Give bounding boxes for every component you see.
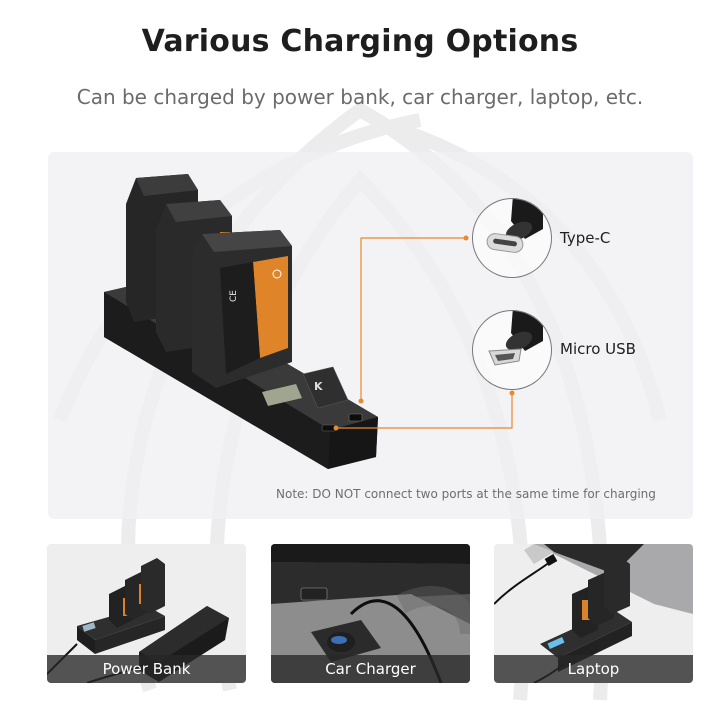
- option-label-power-bank: Power Bank: [47, 655, 246, 683]
- option-label-laptop: Laptop: [494, 655, 693, 683]
- main-product-panel: K CE: [48, 152, 693, 519]
- micro-usb-connector-icon: [488, 311, 543, 366]
- svg-text:K: K: [314, 380, 323, 393]
- type-c-label: Type-C: [560, 229, 611, 247]
- option-tile-car-charger: Car Charger: [271, 544, 470, 683]
- usb-type-c-connector-icon: [486, 199, 543, 253]
- car-charger-image: [271, 544, 470, 683]
- option-tile-power-bank: Power Bank: [47, 544, 246, 683]
- option-label-car-charger: Car Charger: [271, 655, 470, 683]
- micro-usb-label: Micro USB: [560, 340, 636, 358]
- page-title: Various Charging Options: [141, 24, 579, 59]
- charger-with-batteries-image: K CE: [104, 174, 378, 469]
- type-c-port-circle: [472, 198, 552, 278]
- page-subtitle: Can be charged by power bank, car charge…: [76, 85, 644, 109]
- warning-note: Note: DO NOT connect two ports at the sa…: [276, 487, 656, 501]
- micro-usb-port-circle: [472, 310, 552, 390]
- port-connector-lines: [333, 235, 515, 431]
- option-tile-laptop: Laptop: [494, 544, 693, 683]
- svg-text:CE: CE: [229, 290, 239, 302]
